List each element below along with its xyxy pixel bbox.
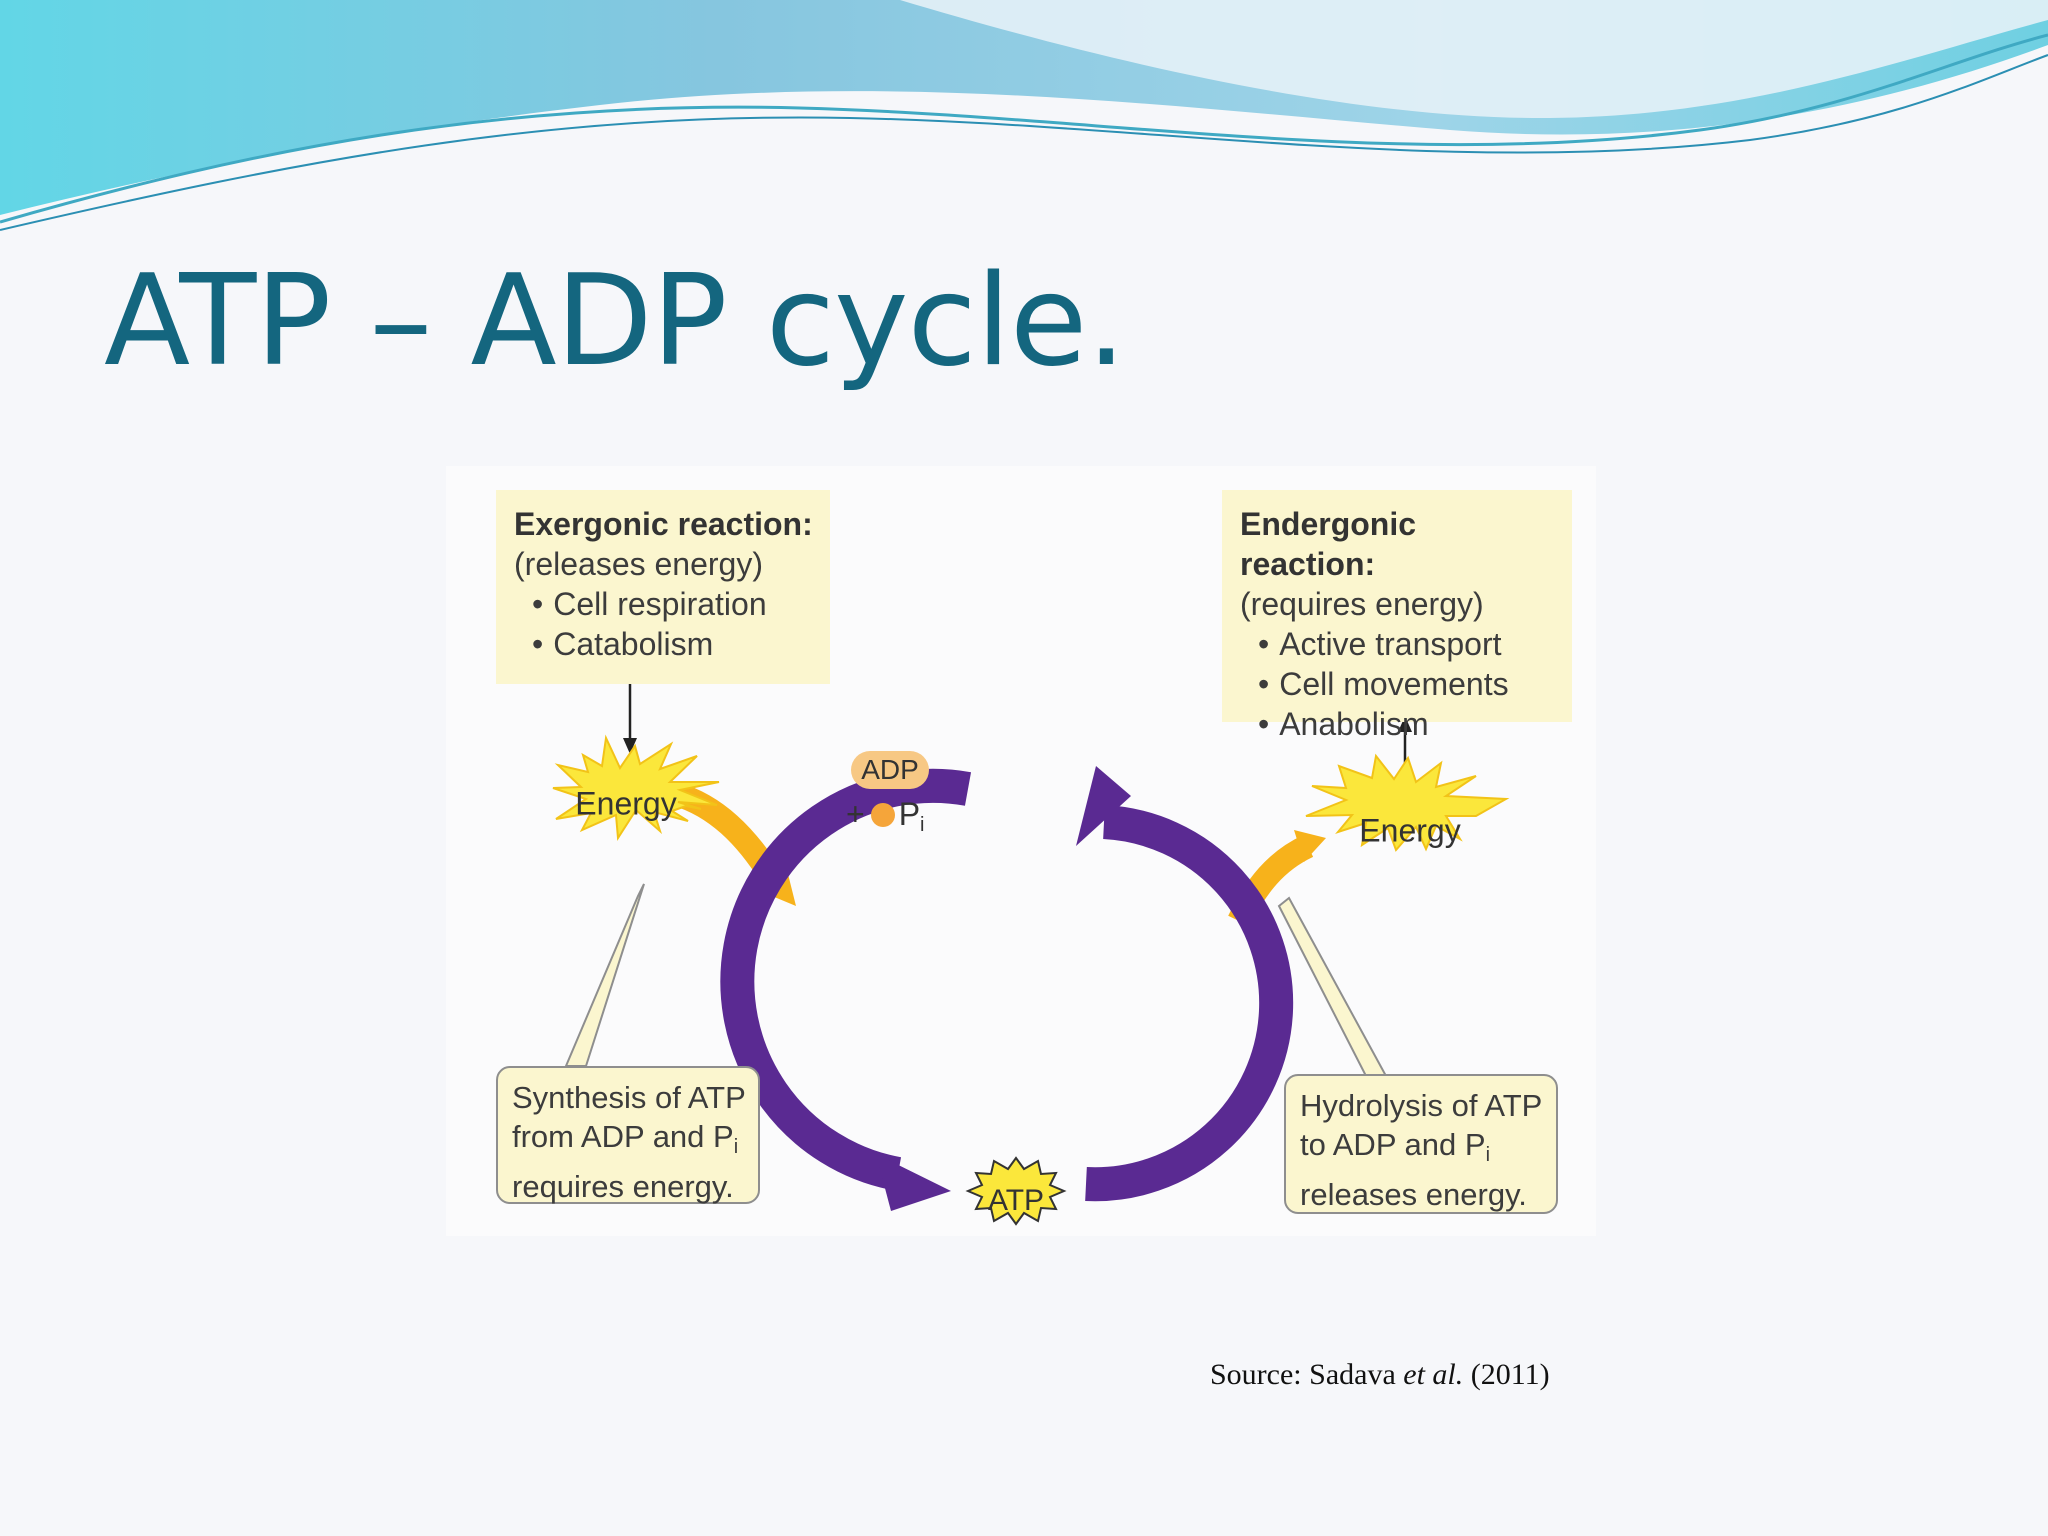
endergonic-item: Anabolism (1258, 704, 1556, 744)
exergonic-list: Cell respiration Catabolism (514, 584, 814, 664)
endergonic-list: Active transport Cell movements Anabolis… (1240, 624, 1556, 744)
source-suffix: (2011) (1463, 1358, 1550, 1391)
energy-label-left: Energy (575, 785, 677, 822)
exergonic-item: Catabolism (532, 624, 814, 664)
hydrolysis-line-2-subscript: i (1485, 1144, 1491, 1166)
phosphate-dot-icon (870, 803, 895, 827)
atp-burst (965, 1156, 1067, 1226)
synthesis-line-1: Synthesis of ATP (512, 1080, 746, 1115)
energy-label-right: Energy (1359, 812, 1461, 849)
atp-label: ATP (987, 1184, 1045, 1217)
cycle-graphics (552, 678, 1510, 1226)
synthesis-line-2: from ADP and Pi (512, 1117, 744, 1167)
endergonic-item: Cell movements (1258, 664, 1556, 704)
atp-hydrolysis-arc (1076, 766, 1294, 1202)
hydrolysis-line-1: Hydrolysis of ATP (1300, 1088, 1543, 1123)
source-italic: et al. (1403, 1358, 1464, 1391)
exergonic-arrow (623, 678, 637, 754)
phosphate-label: + Pi (846, 796, 924, 837)
phosphate-subscript: i (920, 814, 925, 836)
plus-sign: + (846, 796, 865, 832)
energy-burst-left (552, 734, 720, 842)
adp-label: ADP (851, 751, 929, 789)
hydrolysis-note: Hydrolysis of ATP to ADP and Pi releases… (1284, 1074, 1558, 1214)
source-citation: Source: Sadava et al. (2011) (1210, 1358, 1550, 1392)
endergonic-item: Active transport (1258, 624, 1556, 664)
header-wave-banner (0, 0, 2048, 231)
source-prefix: Source: Sadava (1210, 1358, 1404, 1391)
endergonic-heading: Endergonic reaction: (1240, 506, 1417, 582)
endergonic-reaction-box: Endergonic reaction: (requires energy) A… (1222, 490, 1572, 742)
exergonic-item: Cell respiration (532, 584, 814, 624)
right-callout-pointer (1277, 896, 1388, 1077)
energy-burst-right (1305, 753, 1510, 852)
exergonic-heading: Exergonic reaction: (514, 506, 813, 542)
hydrolysis-line-2: to ADP and Pi (1300, 1125, 1542, 1175)
left-callout-pointer (564, 883, 645, 1067)
slide-title: ATP – ADP cycle. (104, 247, 1126, 394)
phosphate-letter: P (898, 796, 921, 832)
synthesis-note: Synthesis of ATP from ADP and Pi require… (496, 1066, 760, 1204)
endergonic-subtitle: (requires energy) (1240, 586, 1484, 622)
synthesis-line-3: requires energy. (512, 1169, 734, 1204)
synthesis-line-2-subscript: i (733, 1136, 739, 1158)
atp-adp-cycle-figure: Exergonic reaction: (releases energy) Ce… (446, 466, 1596, 1236)
synthesis-line-2-text: from ADP and P (512, 1119, 734, 1154)
atp-synthesis-arc (720, 768, 972, 1211)
hydrolysis-line-3: releases energy. (1300, 1177, 1527, 1212)
exergonic-reaction-box: Exergonic reaction: (releases energy) Ce… (496, 490, 830, 684)
exergonic-subtitle: (releases energy) (514, 546, 763, 582)
hydrolysis-line-2-text: to ADP and P (1300, 1127, 1486, 1162)
